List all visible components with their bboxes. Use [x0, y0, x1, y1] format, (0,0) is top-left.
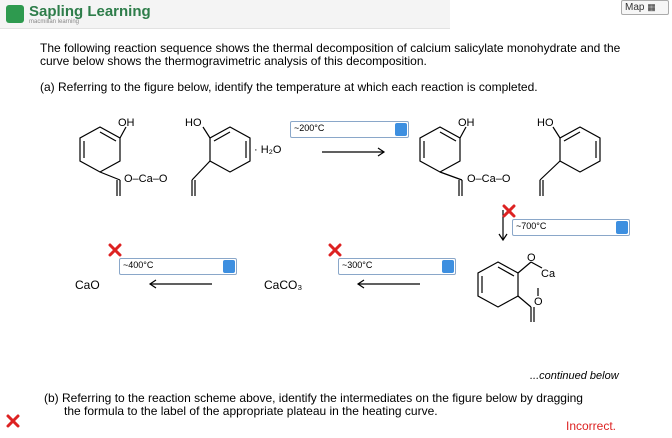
question-part-a: (a) Referring to the figure below, ident… — [40, 80, 538, 94]
question-intro: The following reaction sequence shows th… — [40, 41, 621, 68]
continued-note: ...continued below — [530, 370, 619, 382]
calcium-label: Ca — [541, 268, 556, 280]
dropdown-value: ~400°C — [123, 260, 154, 270]
benzene-ring — [209, 126, 251, 173]
part-b-line-1: (b) Referring to the reaction scheme abo… — [44, 391, 583, 405]
app-header — [0, 0, 450, 29]
map-button[interactable]: Map ▦ — [621, 0, 669, 15]
benzene-ring — [559, 126, 601, 173]
dropdown-value: ~700°C — [516, 221, 547, 231]
hydrate-label: · H₂O — [254, 144, 282, 156]
dropdown-arrow-icon — [442, 260, 454, 273]
dropdown-arrow-icon — [616, 221, 628, 234]
ho-label: HO — [537, 117, 554, 129]
temperature-dropdown-3[interactable]: ~300°C — [338, 258, 456, 275]
brand-name: Sapling Learning — [29, 3, 151, 20]
temperature-dropdown-4[interactable]: ~400°C — [119, 258, 237, 275]
brand-subtitle: macmillan learning — [29, 19, 80, 25]
error-x-icon — [502, 204, 516, 218]
cao-product: CaO — [75, 278, 100, 292]
dropdown-arrow-icon — [395, 123, 407, 136]
status-incorrect: Incorrect. — [566, 419, 617, 433]
temperature-dropdown-2[interactable]: ~700°C — [512, 219, 630, 236]
temperature-dropdown-1[interactable]: ~200°C — [290, 121, 409, 138]
error-x-icon — [6, 414, 20, 428]
oxygen-label: O — [527, 252, 536, 264]
oxygen-label: O — [534, 296, 543, 308]
dropdown-value: ~200°C — [294, 123, 325, 133]
dropdown-value: ~300°C — [342, 260, 373, 270]
benzene-ring — [477, 261, 519, 308]
benzene-ring — [79, 126, 121, 173]
map-icon: ▦ — [647, 2, 656, 12]
question-part-b: (b) Referring to the reaction scheme abo… — [44, 392, 624, 418]
part-b-line-2: the formula to the label of the appropri… — [64, 404, 438, 418]
oh-label: OH — [118, 117, 135, 129]
error-x-icon — [108, 243, 122, 257]
benzene-ring — [419, 126, 461, 173]
caco3-product: CaCO₃ — [264, 278, 303, 292]
map-label: Map — [625, 2, 645, 13]
ho-label: HO — [185, 117, 202, 129]
sapling-logo-icon — [6, 5, 24, 23]
dropdown-arrow-icon — [223, 260, 235, 273]
ca-linkage-label: O–Ca–O — [124, 173, 168, 185]
ca-linkage-label: O–Ca–O — [467, 173, 511, 185]
oh-label: OH — [458, 117, 475, 129]
error-x-icon — [328, 243, 342, 257]
